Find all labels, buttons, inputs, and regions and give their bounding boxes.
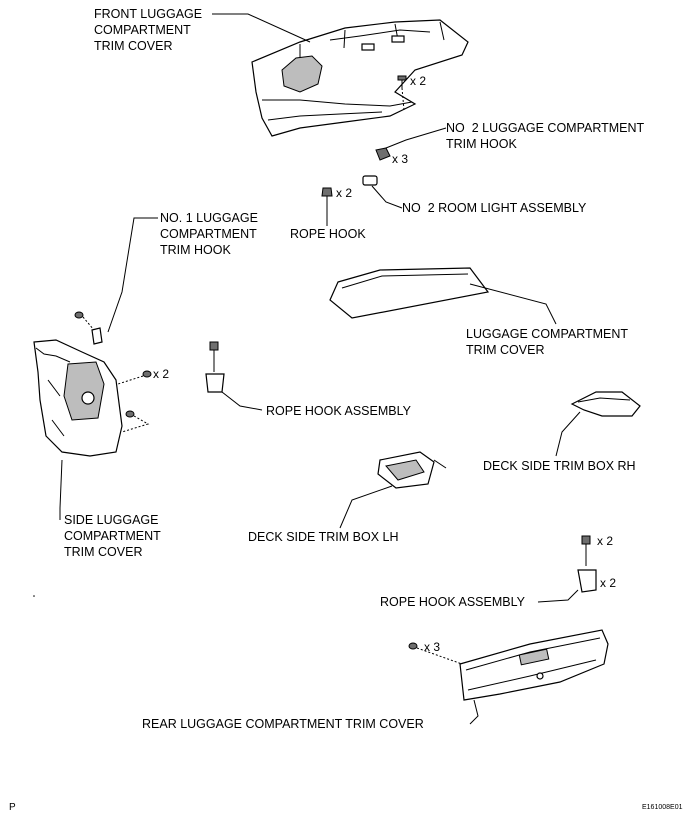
side-clip-part bbox=[117, 370, 152, 433]
deck-side-trim-box-rh-part bbox=[555, 391, 641, 457]
deck-side-trim-box-rh-label: DECK SIDE TRIM BOX RH bbox=[483, 459, 636, 473]
side-clip-qty: x 2 bbox=[153, 367, 170, 381]
no2-room-light-label: NO 2 ROOM LIGHT ASSEMBLY bbox=[402, 201, 587, 215]
rope-hook-assembly-right-label: ROPE HOOK ASSEMBLY bbox=[380, 595, 525, 609]
rear-luggage-trim-cover-part bbox=[459, 629, 609, 725]
luggage-trim-cover-label: LUGGAGE COMPARTMENT TRIM COVER bbox=[466, 327, 629, 357]
rear-luggage-trim-cover-label: REAR LUGGAGE COMPARTMENT TRIM COVER bbox=[142, 717, 424, 731]
side-luggage-trim-cover-label: SIDE LUGGAGE COMPARTMENT TRIM COVER bbox=[64, 513, 161, 559]
deck-side-trim-box-lh-part bbox=[339, 451, 447, 529]
no2-room-light-part bbox=[362, 175, 403, 209]
no1-trim-hook-part bbox=[74, 311, 103, 345]
front-trim-cover-leader bbox=[212, 13, 311, 43]
front-clip-part bbox=[397, 75, 407, 111]
front-luggage-trim-cover-label: FRONT LUGGAGE COMPARTMENT TRIM COVER bbox=[94, 7, 203, 53]
rear-clip-qty: x 3 bbox=[424, 640, 441, 654]
no1-trim-hook-label: NO. 1 LUGGAGE COMPARTMENT TRIM HOOK bbox=[160, 211, 258, 257]
deck-side-trim-box-lh-label: DECK SIDE TRIM BOX LH bbox=[248, 530, 399, 544]
rope-hook-part bbox=[321, 187, 333, 226]
stray-mark bbox=[33, 595, 35, 597]
trim-hook-qty: x 3 bbox=[392, 152, 409, 166]
side-luggage-trim-cover-part bbox=[33, 339, 123, 520]
right-hook-qty: x 2 bbox=[600, 576, 617, 590]
rope-hook-assembly-left-label: ROPE HOOK ASSEMBLY bbox=[266, 404, 411, 418]
rope-hook-qty: x 2 bbox=[336, 186, 353, 200]
front-clip-qty: x 2 bbox=[410, 74, 427, 88]
luggage-compartment-trim-cover-part bbox=[329, 267, 557, 325]
no2-trim-hook-label: NO 2 LUGGAGE COMPARTMENT TRIM HOOK bbox=[446, 121, 645, 151]
figure-id: E161008E01 bbox=[642, 804, 683, 811]
no2-trim-hook-part bbox=[375, 127, 447, 161]
rope-hook-assembly-left-part bbox=[205, 341, 263, 411]
front-luggage-trim-cover-part bbox=[251, 19, 469, 137]
no1-trim-hook-leader bbox=[107, 217, 158, 333]
rope-hook-label: ROPE HOOK bbox=[290, 227, 366, 241]
right-bolt-qty: x 2 bbox=[597, 534, 614, 548]
rear-clip-part bbox=[408, 642, 463, 665]
corner-letter: P bbox=[9, 802, 16, 813]
rope-hook-assembly-right-part bbox=[537, 535, 597, 603]
